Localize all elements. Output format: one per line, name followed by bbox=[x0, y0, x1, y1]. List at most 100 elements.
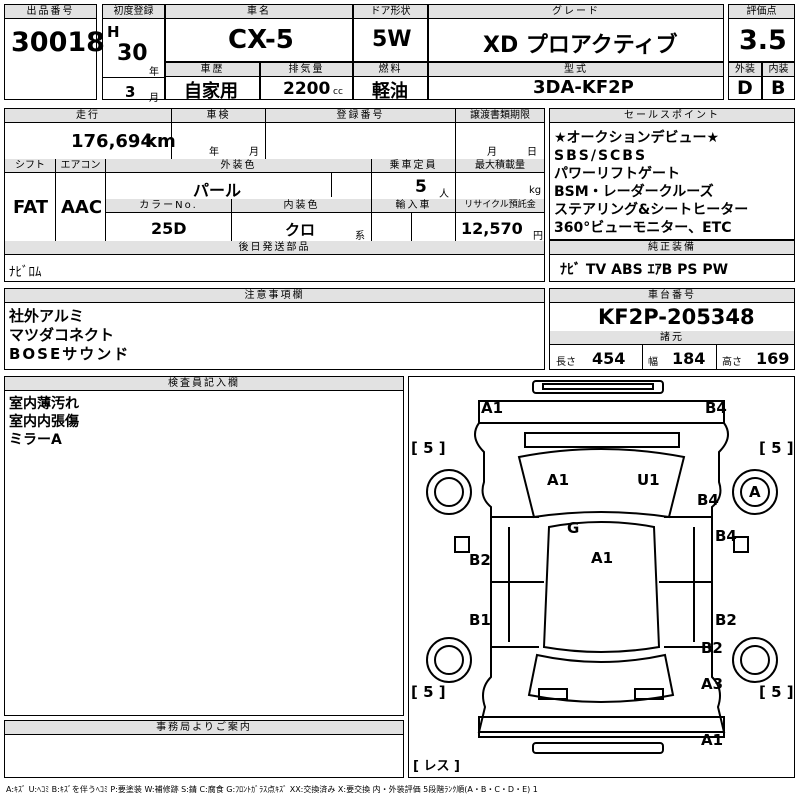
int-score: B bbox=[771, 77, 786, 99]
lot-box: 出品番号 30018 bbox=[4, 4, 105, 100]
mark-fender-right: B4 bbox=[697, 491, 719, 509]
mark-wheel-right: A bbox=[749, 483, 761, 501]
transfer-month-unit: 月 bbox=[487, 147, 497, 158]
sales-lines: ★オークションデビュー★ SBS/SCBS パワーリフトゲート BSM・レーダー… bbox=[554, 129, 748, 237]
yen-unit: 円 bbox=[533, 231, 543, 242]
mark-tire-rl: [ 5 ] bbox=[411, 683, 446, 701]
mark-tire-fl: [ 5 ] bbox=[411, 439, 446, 457]
load-label: 最大積載量 bbox=[455, 159, 544, 173]
inspection-month-unit: 月 bbox=[249, 147, 259, 158]
mark-tire-rr: [ 5 ] bbox=[759, 683, 794, 701]
ext-score: D bbox=[737, 77, 753, 99]
reg-year: 30 bbox=[117, 41, 148, 66]
shift-label: シフト bbox=[5, 159, 55, 173]
door-type: 5W bbox=[372, 27, 412, 52]
width-label: 幅 bbox=[648, 357, 658, 368]
month-unit: 月 bbox=[149, 93, 159, 104]
mileage: 176,694 bbox=[71, 131, 153, 152]
note-line: マツダコネクト bbox=[9, 326, 115, 344]
mark-roof-a1: A1 bbox=[591, 549, 614, 567]
mark-front-left: A1 bbox=[481, 399, 504, 417]
mark-quarter-right-a3: A3 bbox=[701, 675, 724, 693]
inspector-line: 室内薄汚れ bbox=[9, 396, 79, 412]
capacity: 5 bbox=[415, 177, 427, 197]
lot-label: 出品番号 bbox=[5, 5, 96, 19]
door-box: ドア形状 5W bbox=[353, 4, 428, 62]
ext-label: 外装 bbox=[729, 63, 761, 77]
capacity-unit: 人 bbox=[439, 189, 449, 200]
sales-line: パワーリフトゲート bbox=[554, 166, 680, 182]
model: 3DA-KF2P bbox=[533, 77, 634, 98]
sales-label: セールスポイント bbox=[550, 109, 794, 123]
car-outline bbox=[426, 380, 778, 754]
shift: FAT bbox=[13, 197, 49, 218]
regno-label: 登録番号 bbox=[265, 109, 455, 123]
ac-label: エアコン bbox=[55, 159, 105, 173]
sales-line: SBS/SCBS bbox=[554, 148, 648, 164]
score-box: 評価点 3.5 bbox=[728, 4, 795, 62]
lot-number: 30018 bbox=[11, 27, 105, 58]
mark-door-left-front: B2 bbox=[469, 551, 491, 569]
colorno-label: カラーNo. bbox=[105, 199, 231, 213]
equipment: ﾅﾋﾞ TV ABS ｴｱB PS PW bbox=[560, 262, 729, 278]
transfer-label: 譲渡書類期限 bbox=[455, 109, 544, 123]
later-parts: ﾅﾋﾞﾛﾑ bbox=[9, 265, 42, 280]
exterior-color: パール bbox=[193, 181, 242, 200]
office-label: 事務局よりご案内 bbox=[5, 721, 403, 735]
mark-rear-a1: A1 bbox=[701, 731, 724, 749]
grade-box: グレード XD プロアクティブ bbox=[428, 4, 724, 62]
note-line: 社外アルミ bbox=[9, 307, 84, 325]
mark-tire-fr: [ 5 ] bbox=[759, 439, 794, 457]
chassis-number: KF2P-205348 bbox=[598, 305, 755, 329]
chassis-label: 車台番号 bbox=[550, 289, 794, 303]
displacement: 2200 bbox=[283, 79, 331, 99]
inspector-line: ミラーA bbox=[9, 432, 62, 448]
reg-label: 初度登録 bbox=[103, 5, 164, 19]
fuel-label: 燃料 bbox=[354, 63, 427, 77]
score: 3.5 bbox=[739, 25, 787, 56]
damage-diagram: A1 B4 [ 5 ] [ 5 ] A1 U1 B4 A G A1 B2 B4 … bbox=[408, 376, 795, 778]
model-box: 型式 3DA-KF2P bbox=[428, 62, 724, 100]
inspector-lines: 室内薄汚れ 室内内張傷 ミラーA bbox=[9, 395, 79, 449]
info-block: 走行 車検 登録番号 譲渡書類期限 176,694 km 年 月 月 日 シフト… bbox=[4, 108, 545, 282]
equip-label: 純正装備 bbox=[550, 241, 794, 255]
intcolor-unit: 系 bbox=[355, 231, 365, 242]
import-label: 輸入車 bbox=[371, 199, 455, 213]
history-box: 車歴 自家用 bbox=[165, 62, 260, 102]
inspector-line: 室内内張傷 bbox=[9, 414, 79, 430]
notes-box: 注意事項欄 社外アルミ マツダコネクト BOSEサウンド bbox=[4, 288, 545, 370]
car-name-box: 車名 CX-5 bbox=[165, 4, 353, 62]
model-label: 型式 bbox=[429, 63, 723, 77]
mileage-label: 走行 bbox=[5, 109, 171, 123]
grade: XD プロアクティブ bbox=[483, 33, 678, 58]
note-line: BOSEサウンド bbox=[9, 345, 131, 363]
era: H bbox=[107, 23, 120, 41]
ext-box: 外装 D bbox=[728, 62, 762, 100]
inspection-year-unit: 年 bbox=[209, 147, 219, 158]
office-box: 事務局よりご案内 bbox=[4, 720, 404, 778]
height: 169 bbox=[756, 349, 790, 368]
inspection-label: 車検 bbox=[171, 109, 265, 123]
color-label: 外装色 bbox=[105, 159, 371, 173]
km-unit: km bbox=[145, 131, 176, 152]
chassis-box: 車台番号 KF2P-205348 諸元 長さ 454 幅 184 高さ 169 bbox=[549, 288, 795, 370]
colorno: 25D bbox=[151, 219, 187, 238]
score-label: 評価点 bbox=[729, 5, 794, 19]
spec-label: 諸元 bbox=[550, 331, 794, 345]
mark-rear-less: [ レス ] bbox=[413, 759, 460, 774]
interior-color: クロ bbox=[285, 221, 316, 239]
grade-label: グレード bbox=[429, 5, 723, 19]
mark-quarter-right-b2: B2 bbox=[701, 639, 723, 657]
car-name: CX-5 bbox=[228, 25, 294, 55]
width: 184 bbox=[672, 349, 706, 368]
sales-line: ステアリング&シートヒーター bbox=[554, 202, 749, 218]
sales-line: 360°ビューモニター、ETC bbox=[554, 220, 732, 236]
displacement-box: 排気量 2200 cc bbox=[260, 62, 353, 100]
sales-point-box: セールスポイント ★オークションデビュー★ SBS/SCBS パワーリフトゲート… bbox=[549, 108, 795, 240]
recycle: 12,570 bbox=[461, 219, 523, 238]
fuel: 軽油 bbox=[372, 81, 408, 102]
sales-line: BSM・レーダークルーズ bbox=[554, 184, 714, 200]
notes-lines: 社外アルミ マツダコネクト BOSEサウンド bbox=[9, 307, 130, 364]
mark-front-right: B4 bbox=[705, 399, 727, 417]
intcolor-label: 内装色 bbox=[231, 199, 371, 213]
